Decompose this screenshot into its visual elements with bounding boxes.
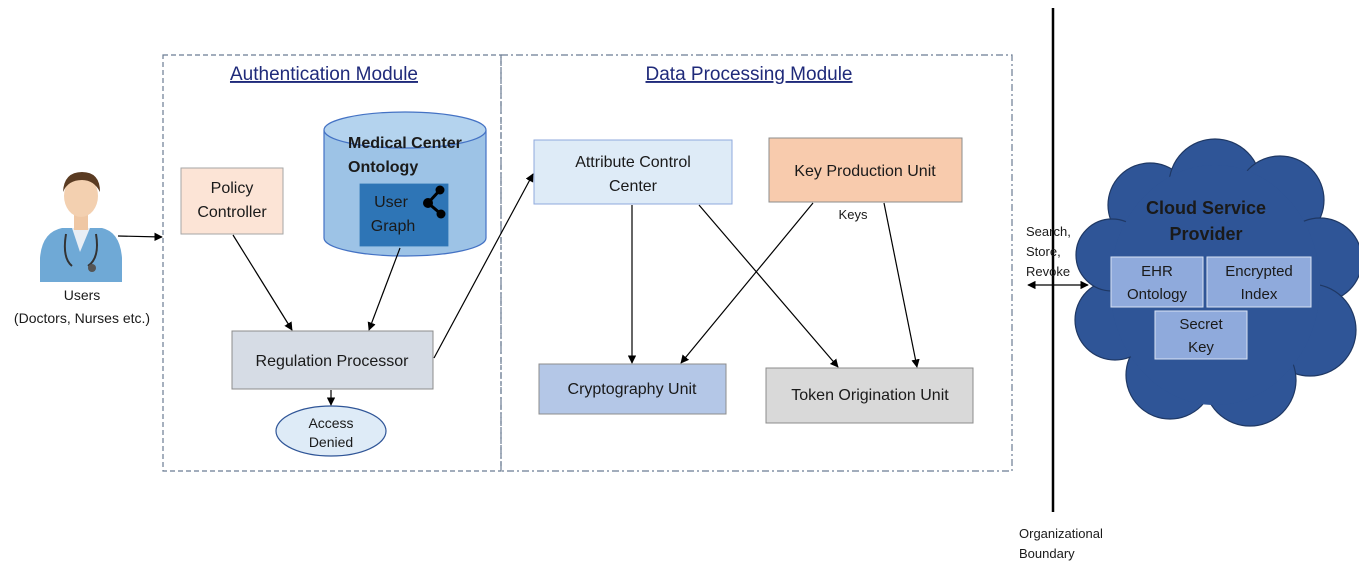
user-graph-label-line1: User [374, 194, 408, 211]
arrow-users-to-auth [117, 232, 163, 242]
users-label: Users [64, 287, 101, 303]
boundary-label-line2: Boundary [1019, 546, 1075, 561]
authentication-module-title: Authentication Module [230, 64, 418, 85]
ehr-ontology-box [1110, 256, 1204, 308]
regulation-processor-label: Regulation Processor [256, 353, 410, 370]
arrow-regulation-to-attribute [433, 173, 534, 359]
user-graph-label-line2: Graph [371, 218, 415, 235]
boundary-label-line1: Organizational [1019, 526, 1103, 541]
arrow-graph-to-regulation [367, 247, 401, 331]
ehr-ontology-label-line2: Ontology [1127, 286, 1188, 303]
data-processing-module-frame [500, 54, 1013, 472]
secret-key-label-line1: Secret [1179, 316, 1223, 333]
token-origination-label: Token Origination Unit [791, 387, 949, 404]
doctor-icon [40, 172, 122, 282]
token-origination-unit-box [765, 367, 974, 424]
channel-label-line3: Revoke [1026, 264, 1070, 279]
attribute-control-center-box [533, 139, 733, 205]
arrow-policy-to-regulation [232, 234, 293, 331]
ontology-label-line1: Medical Center [348, 135, 462, 152]
ontology-label-line2: Ontology [348, 159, 418, 176]
cryptography-unit-box [538, 363, 727, 415]
secret-key-box [1154, 310, 1248, 360]
encrypted-index-label-line2: Index [1241, 286, 1278, 303]
policy-controller-label-line1: Policy [211, 180, 254, 197]
regulation-processor-box [231, 330, 434, 390]
attribute-control-label-line2: Center [609, 178, 658, 195]
encrypted-index-box [1206, 256, 1312, 308]
access-denied-ellipse [275, 405, 387, 457]
channel-label-line2: Store, [1026, 244, 1061, 259]
arrow-key-to-crypto [680, 202, 814, 364]
cloud-title-line2: Provider [1169, 224, 1242, 244]
attribute-control-label-line1: Attribute Control [575, 154, 691, 171]
access-denied-label-line2: Denied [309, 434, 353, 450]
keys-label: Keys [839, 207, 868, 222]
policy-controller-label-line2: Controller [197, 204, 267, 221]
policy-controller-box [180, 167, 284, 235]
share-graph-icon [423, 185, 446, 219]
cryptography-unit-label: Cryptography Unit [568, 381, 698, 398]
cloud-title-line1: Cloud Service [1146, 198, 1266, 218]
user-graph-box [358, 182, 450, 248]
data-processing-module-title: Data Processing Module [646, 64, 853, 85]
arrow-attribute-to-token [698, 204, 839, 368]
ehr-ontology-label-line1: EHR [1141, 263, 1173, 280]
key-production-label: Key Production Unit [794, 163, 936, 180]
key-production-unit-box [768, 137, 963, 203]
users-sublabel: (Doctors, Nurses etc.) [14, 310, 150, 326]
secret-key-label-line2: Key [1188, 339, 1214, 356]
channel-label-line1: Search, [1026, 224, 1071, 239]
arrow-key-to-token [883, 202, 920, 368]
encrypted-index-label-line1: Encrypted [1225, 263, 1293, 280]
access-denied-label-line1: Access [308, 415, 353, 431]
